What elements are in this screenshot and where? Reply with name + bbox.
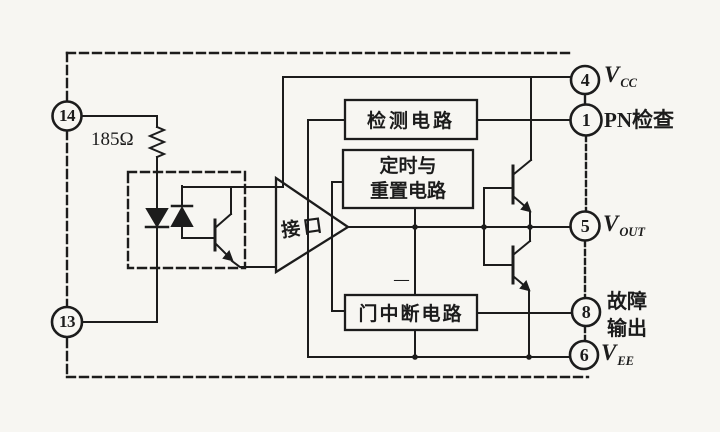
pin-4-label: VCC: [604, 62, 638, 90]
detect-block-box: [343, 98, 479, 141]
pin-8-label-line1: 故障: [607, 291, 647, 313]
timing-block-box: [341, 148, 475, 210]
pin-1-number: 1: [581, 109, 591, 130]
pin-1-circle: [569, 103, 603, 137]
photodiode-symbol: [170, 185, 216, 239]
pin-13-number: 13: [59, 312, 76, 331]
pin-6-circle: [568, 339, 600, 371]
pin-4-circle: [569, 64, 601, 96]
pin-5-number: 5: [580, 215, 590, 236]
timing-wiring: [331, 181, 416, 358]
pin-8-label-line2: 输出: [607, 318, 647, 340]
pin-5-circle: [569, 210, 601, 242]
pin-6-number: 6: [579, 344, 589, 365]
minus-annotation: —: [394, 272, 409, 288]
pin-8-number: 8: [581, 301, 591, 322]
vcc-rail: [181, 76, 572, 188]
detect-block-label: 检测电路: [366, 111, 455, 132]
gate-block-box: [343, 293, 479, 332]
detect-wiring: [307, 119, 571, 358]
optocoupler-box: [126, 170, 247, 270]
interface-amp-triangle: [274, 175, 351, 275]
pin-circles: [50, 64, 603, 371]
pin-13-circle: [50, 305, 84, 339]
junction-dots: [412, 224, 533, 360]
pin-1-label: PN检查: [604, 108, 674, 132]
input-wiring: [80, 115, 167, 323]
gate-block-label: 门中断电路: [358, 304, 464, 325]
pin-6-label: VEE: [601, 340, 635, 368]
pin-4-number: 4: [580, 69, 590, 90]
timing-block-label: 定时与重置电路: [369, 156, 446, 202]
pin-8-circle: [570, 296, 602, 328]
photo-transistor: [213, 186, 277, 268]
pin-14-number: 14: [59, 106, 76, 125]
led-symbol: [144, 208, 170, 229]
pin-14-circle: [51, 100, 83, 132]
pin-5-label: VOUT: [603, 211, 646, 239]
output-transistors: [483, 164, 532, 358]
resistor-value-label: 185Ω: [91, 129, 134, 150]
resistor-symbol: [147, 125, 167, 159]
